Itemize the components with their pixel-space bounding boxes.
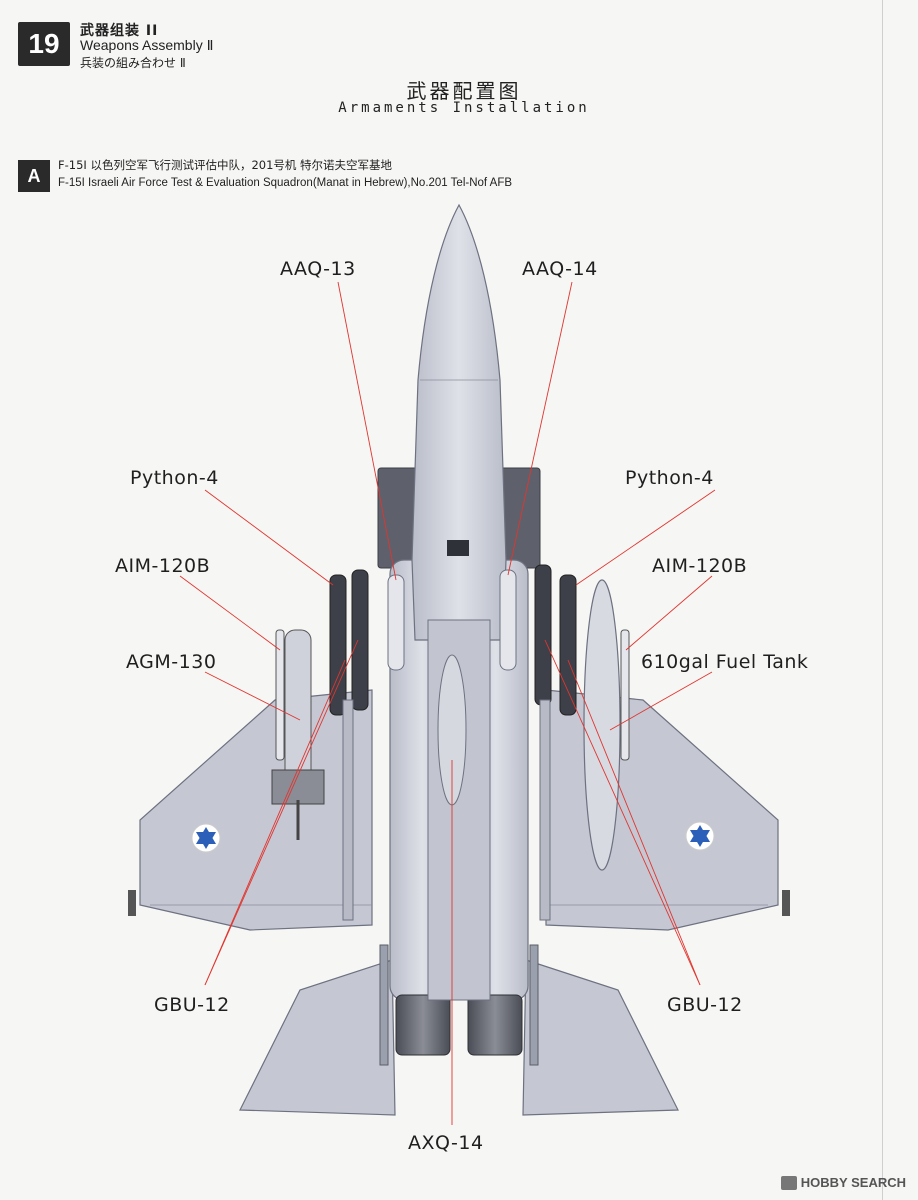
callout-aaq14: AAQ-14 bbox=[522, 258, 598, 280]
leader-lines bbox=[179, 281, 716, 1125]
variant-description-cn: F-15I 以色列空军飞行测试评估中队，201号机 特尔诺夫空军基地 bbox=[58, 158, 393, 172]
watermark-text: HOBBY SEARCH bbox=[800, 1175, 906, 1190]
step-title-cn: 武器组装 II bbox=[80, 23, 159, 39]
left-wingtip-light bbox=[128, 890, 136, 916]
variant-description-en: F-15I Israeli Air Force Test & Evaluatio… bbox=[58, 177, 513, 189]
callout-aim120b-right: AIM-120B bbox=[652, 555, 748, 577]
callout-python4-right: Python-4 bbox=[625, 467, 714, 489]
left-pylon bbox=[342, 699, 354, 921]
right-wingtip-light bbox=[782, 890, 790, 916]
callout-python4-left: Python-4 bbox=[130, 467, 219, 489]
left-vertical-tail bbox=[379, 944, 389, 1066]
left-gbu12-inner bbox=[351, 569, 369, 711]
hobby-search-logo-icon bbox=[780, 1175, 797, 1190]
page-edge bbox=[882, 0, 883, 1200]
right-gbu12-outer bbox=[559, 574, 577, 716]
right-exhaust bbox=[467, 994, 523, 1056]
left-aim120 bbox=[275, 629, 285, 761]
cockpit-marker bbox=[447, 540, 469, 556]
callout-gbu12-right: GBU-12 bbox=[667, 994, 743, 1016]
right-vertical-tail bbox=[529, 944, 539, 1066]
callout-axq14: AXQ-14 bbox=[408, 1132, 484, 1154]
page-title-cn: 武器配置图 bbox=[406, 79, 522, 103]
aaq13-pod bbox=[387, 574, 405, 671]
left-gbu12-outer bbox=[329, 574, 347, 716]
left-stabilizer bbox=[239, 959, 396, 1116]
callout-aim120b-left: AIM-120B bbox=[115, 555, 211, 577]
left-wing bbox=[139, 689, 373, 931]
page-title-en: Armaments Installation bbox=[338, 100, 590, 116]
variant-letter-badge: A bbox=[18, 160, 50, 192]
step-number-badge: 19 bbox=[18, 22, 70, 66]
callout-agm130: AGM-130 bbox=[126, 651, 217, 673]
right-stabilizer bbox=[522, 959, 679, 1116]
step-title-jp: 兵装の組み合わせ Ⅱ bbox=[80, 56, 186, 70]
right-pylon bbox=[539, 699, 551, 921]
forward-fuselage bbox=[411, 203, 507, 641]
callout-fuel-tank: 610gal Fuel Tank bbox=[641, 651, 809, 673]
right-wing bbox=[545, 689, 779, 931]
callout-gbu12-left: GBU-12 bbox=[154, 994, 230, 1016]
watermark: HOBBY SEARCH bbox=[780, 1175, 906, 1190]
right-gbu12-inner bbox=[534, 564, 552, 706]
fuel-tank-610gal bbox=[583, 579, 621, 871]
aaq14-pod bbox=[499, 569, 517, 671]
left-exhaust bbox=[395, 994, 451, 1056]
right-aim120 bbox=[620, 629, 630, 761]
step-title-en: Weapons Assembly Ⅱ bbox=[80, 37, 214, 53]
callout-aaq13: AAQ-13 bbox=[280, 258, 356, 280]
